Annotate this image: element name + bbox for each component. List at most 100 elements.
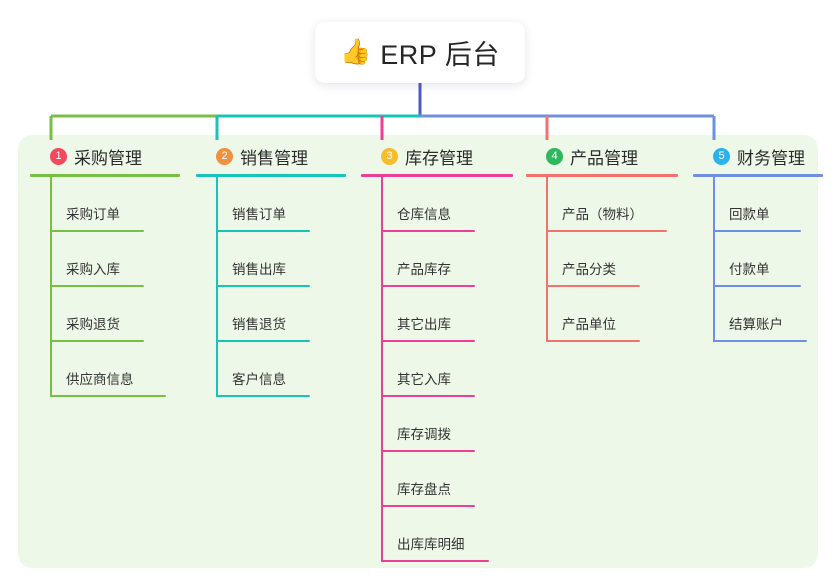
leaf-rule <box>381 560 489 562</box>
leaf-rule <box>216 340 310 342</box>
leaf-label: 结算账户 <box>729 317 783 332</box>
leaf-rule <box>50 395 166 397</box>
leaf-label: 客户信息 <box>232 372 286 387</box>
root-node-title: ERP 后台 <box>380 40 500 70</box>
leaf-node[interactable]: 采购退货 <box>50 287 180 342</box>
branch-badge-3: 3 <box>381 147 398 165</box>
branch-spine-4 <box>546 177 548 342</box>
leaf-label: 产品（物料） <box>562 207 643 222</box>
leaf-node[interactable]: 其它出库 <box>381 287 513 342</box>
leaf-label: 销售出库 <box>232 262 286 277</box>
branch-badge-2: 2 <box>216 147 233 165</box>
leaf-node[interactable]: 回款单 <box>713 177 823 232</box>
branch-leaves-4: 产品（物料） 产品分类产品单位 <box>526 177 678 342</box>
branch-spine-3 <box>381 177 383 562</box>
leaf-rule <box>216 230 310 232</box>
leaf-label: 出库库明细 <box>397 537 465 552</box>
leaf-node[interactable]: 采购订单 <box>50 177 180 232</box>
leaf-rule <box>713 285 801 287</box>
leaf-label: 产品分类 <box>562 262 616 277</box>
leaf-node[interactable]: 客户信息 <box>216 342 346 397</box>
leaf-node[interactable]: 库存调拨 <box>381 397 513 452</box>
branch-5: 5 财务管理回款单付款单结算账户 <box>693 143 823 342</box>
branch-leaves-5: 回款单付款单结算账户 <box>693 177 823 342</box>
branch-rule-3 <box>361 174 513 177</box>
leaf-label: 付款单 <box>729 262 770 277</box>
leaf-label: 供应商信息 <box>66 372 134 387</box>
leaf-node[interactable]: 库存盘点 <box>381 452 513 507</box>
leaf-rule <box>381 450 475 452</box>
leaf-node[interactable]: 其它入库 <box>381 342 513 397</box>
branch-title-4: 产品管理 <box>570 148 638 168</box>
root-node[interactable]: 👍 ERP 后台 <box>315 22 525 83</box>
leaf-node[interactable]: 产品库存 <box>381 232 513 287</box>
leaf-node[interactable]: 产品（物料） <box>546 177 678 232</box>
branch-header-5[interactable]: 5 财务管理 <box>693 143 823 169</box>
leaf-rule <box>216 285 310 287</box>
leaf-label: 其它入库 <box>397 372 451 387</box>
branch-leaves-2: 销售订单销售出库销售退货客户信息 <box>196 177 346 397</box>
branch-leaves-3: 仓库信息产品库存其它出库其它入库库存调拨库存盘点出库库明细 <box>361 177 513 562</box>
leaf-label: 采购订单 <box>66 207 120 222</box>
leaf-label: 产品库存 <box>397 262 451 277</box>
branch-title-2: 销售管理 <box>240 148 308 168</box>
branch-2: 2 销售管理销售订单销售出库销售退货客户信息 <box>196 143 346 397</box>
leaf-label: 销售订单 <box>232 207 286 222</box>
leaf-node[interactable]: 销售出库 <box>216 232 346 287</box>
leaf-rule <box>546 340 640 342</box>
leaf-rule <box>50 285 144 287</box>
leaf-node[interactable]: 供应商信息 <box>50 342 180 397</box>
leaf-rule <box>381 285 475 287</box>
branch-header-3[interactable]: 3 库存管理 <box>361 143 513 169</box>
leaf-rule <box>50 340 144 342</box>
branch-rule-5 <box>693 174 823 177</box>
branch-title-3: 库存管理 <box>405 148 473 168</box>
leaf-label: 回款单 <box>729 207 770 222</box>
branch-leaves-1: 采购订单采购入库采购退货供应商信息 <box>30 177 180 397</box>
branch-spine-5 <box>713 177 715 342</box>
branch-header-2[interactable]: 2 销售管理 <box>196 143 346 169</box>
branch-rule-1 <box>30 174 180 177</box>
leaf-node[interactable]: 销售订单 <box>216 177 346 232</box>
leaf-rule <box>50 230 144 232</box>
branch-3: 3 库存管理仓库信息产品库存其它出库其它入库库存调拨库存盘点出库库明细 <box>361 143 513 562</box>
leaf-rule <box>546 230 667 232</box>
branch-title-1: 采购管理 <box>74 148 142 168</box>
branch-title-5: 财务管理 <box>737 148 805 168</box>
leaf-label: 库存盘点 <box>397 482 451 497</box>
branch-1: 1 采购管理采购订单采购入库采购退货供应商信息 <box>30 143 180 397</box>
leaf-rule <box>216 395 310 397</box>
branch-spine-1 <box>50 177 52 397</box>
branch-header-1[interactable]: 1 采购管理 <box>30 143 180 169</box>
branch-badge-5: 5 <box>713 147 730 165</box>
branch-header-4[interactable]: 4 产品管理 <box>526 143 678 169</box>
leaf-rule <box>546 285 640 287</box>
leaf-node[interactable]: 付款单 <box>713 232 823 287</box>
leaf-node[interactable]: 出库库明细 <box>381 507 513 562</box>
leaf-node[interactable]: 产品单位 <box>546 287 678 342</box>
leaf-label: 采购退货 <box>66 317 120 332</box>
diagram-background-panel <box>18 135 818 568</box>
branch-rule-2 <box>196 174 346 177</box>
leaf-label: 采购入库 <box>66 262 120 277</box>
leaf-label: 产品单位 <box>562 317 616 332</box>
thumbs-up-icon: 👍 <box>340 38 372 66</box>
leaf-rule <box>713 340 807 342</box>
leaf-label: 销售退货 <box>232 317 286 332</box>
leaf-node[interactable]: 仓库信息 <box>381 177 513 232</box>
leaf-label: 其它出库 <box>397 317 451 332</box>
leaf-rule <box>381 230 475 232</box>
branch-rule-4 <box>526 174 678 177</box>
branch-spine-2 <box>216 177 218 397</box>
branch-badge-1: 1 <box>50 147 67 165</box>
leaf-node[interactable]: 销售退货 <box>216 287 346 342</box>
leaf-node[interactable]: 产品分类 <box>546 232 678 287</box>
leaf-rule <box>381 505 475 507</box>
branch-badge-4: 4 <box>546 147 563 165</box>
leaf-node[interactable]: 结算账户 <box>713 287 823 342</box>
leaf-rule <box>381 340 475 342</box>
leaf-label: 库存调拨 <box>397 427 451 442</box>
leaf-node[interactable]: 采购入库 <box>50 232 180 287</box>
branch-4: 4 产品管理产品（物料） 产品分类产品单位 <box>526 143 678 342</box>
